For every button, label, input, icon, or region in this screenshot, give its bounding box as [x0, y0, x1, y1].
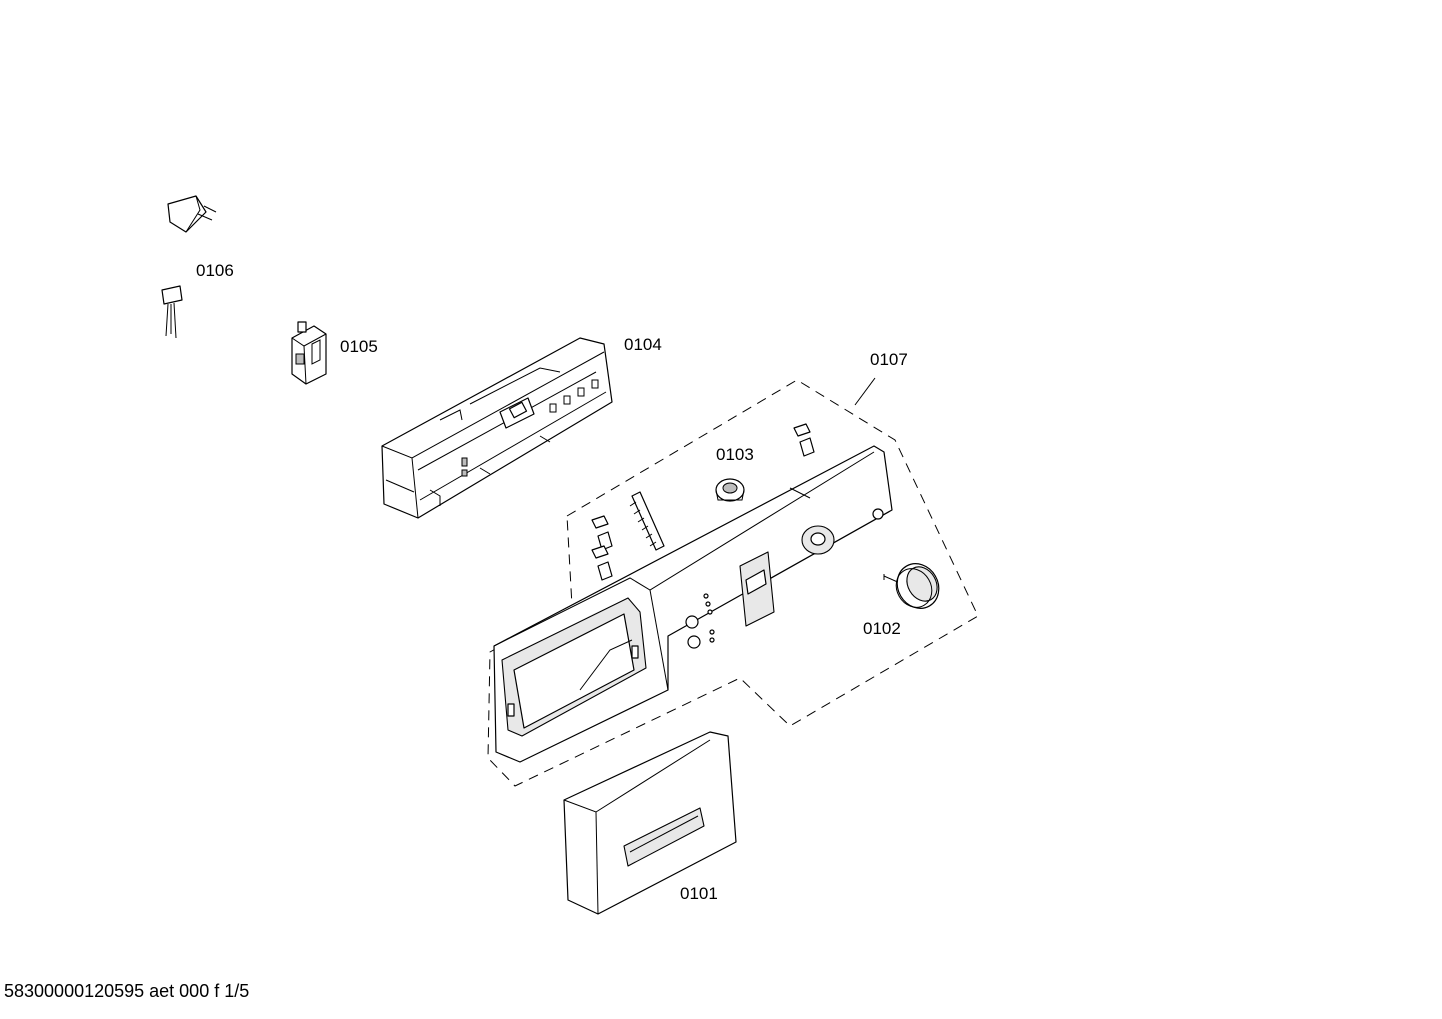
part-label-0104: 0104	[624, 335, 662, 354]
light-guide-comb	[629, 491, 665, 551]
leader-0107	[854, 377, 876, 406]
control-panel-fascia	[493, 445, 893, 763]
push-rods	[591, 423, 815, 581]
part-label-0101: 0101	[680, 884, 718, 903]
part-label-0107: 0107	[870, 350, 908, 369]
knob-0102	[883, 563, 940, 609]
drawing-reference-footer: 58300000120595 aet 000 f 1/5	[4, 981, 250, 1001]
power-cord-0106	[161, 195, 217, 339]
assembly-0107-boundary	[487, 379, 979, 787]
part-label-0102: 0102	[863, 619, 901, 638]
part-label-0106: 0106	[196, 261, 234, 280]
drawer-handle-0101	[563, 731, 737, 915]
part-label-0105: 0105	[340, 337, 378, 356]
part-label-0103: 0103	[716, 445, 754, 464]
module-frame-0104	[381, 337, 613, 519]
clip-0105	[291, 321, 327, 385]
knob-0103	[715, 478, 745, 502]
